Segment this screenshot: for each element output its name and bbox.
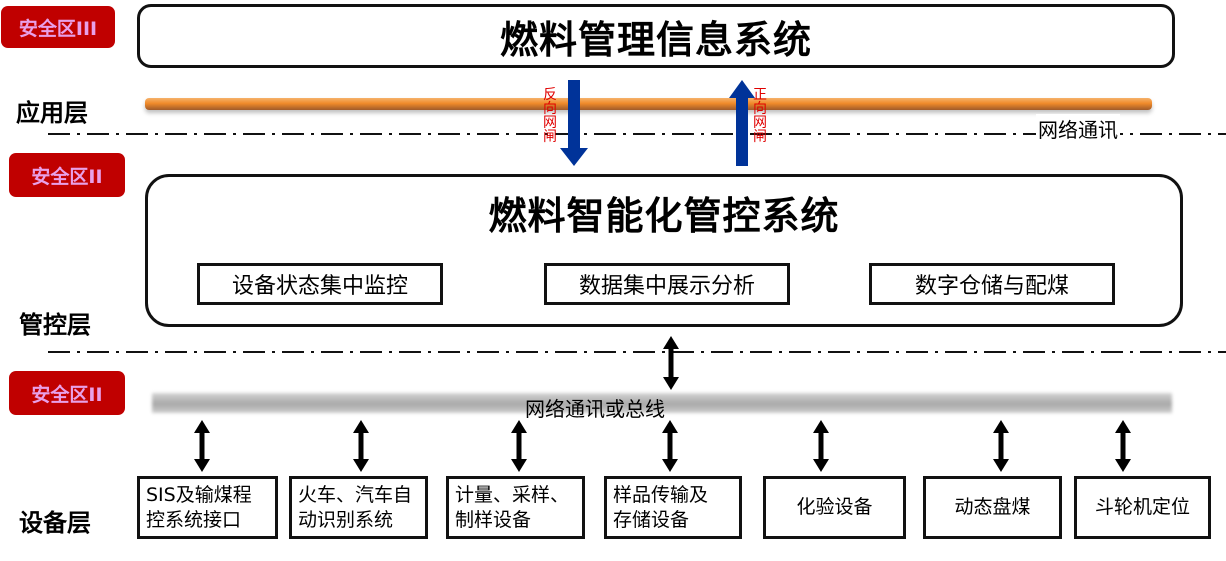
device-arrow-icon-4 [662,420,678,472]
device-label-line1: 样品传输及 [613,483,709,506]
device-label-line1: 计量、采样、 [455,483,570,506]
module-label: 设备状态集中监控 [231,274,408,299]
device-box-sample-transport-storage: 样品传输及存储设备 [604,476,742,539]
network-communication-label: 网络通讯 [1036,114,1120,143]
zone-badge-label: 安全区II [31,383,103,406]
forward-gateway-arrow-up-icon [729,80,755,166]
device-label: 斗轮机定位 [1094,496,1190,518]
device-arrow-icon-6 [993,420,1009,472]
device-box-sis-interface: SIS及输煤程控系统接口 [137,476,278,539]
device-arrow-icon-3 [511,420,527,472]
zone-badge-security-zone-2-lower: 安全区II [9,371,125,415]
fuel-management-info-system-title: 燃料管理信息系统 [499,17,812,62]
device-label-line2: 控系统接口 [146,508,242,531]
fuel-intelligent-control-system-title: 燃料智能化管控系统 [488,194,840,238]
network-bus-label: 网络通讯或总线 [525,397,665,421]
zone-badge-security-zone-2-upper: 安全区II [9,153,125,197]
application-network-bar [145,98,1152,110]
module-label: 数据集中展示分析 [578,274,755,299]
reverse-gateway-label: 反向网闸 [543,88,557,144]
device-box-dynamic-coal-inventory: 动态盘煤 [923,476,1062,539]
zone-badge-security-zone-3: 安全区III [1,6,115,48]
bidirectional-arrow-icon [663,336,679,390]
layer-label-device: 设备层 [19,509,91,537]
device-label-line2: 动识别系统 [298,508,394,531]
device-arrows [194,420,1131,472]
device-label-line1: 火车、汽车自 [298,483,413,506]
module-digital-storage-blending: 数字仓储与配煤 [869,263,1115,305]
module-data-display-analysis: 数据集中展示分析 [544,263,790,305]
device-box-bucket-wheel-positioning: 斗轮机定位 [1074,476,1211,539]
network-bus-bar [152,393,1172,413]
device-arrow-icon-5 [813,420,829,472]
reverse-gateway-text: 反向网闸 [543,87,557,145]
zone-badge-label: 安全区II [31,165,103,188]
device-label-line2: 存储设备 [613,508,690,531]
device-label: 化验设备 [796,496,873,518]
forward-gateway-label: 正向网闸 [753,88,767,144]
device-box-lab-equipment: 化验设备 [763,476,906,539]
module-label: 数字仓储与配煤 [914,274,1069,299]
forward-gateway-text: 正向网闸 [753,87,767,145]
reverse-gateway-arrow-down-icon [560,80,588,166]
device-label-line1: SIS及输煤程 [146,483,252,506]
device-box-metering-sampling: 计量、采样、制样设备 [446,476,585,539]
layer-label-control: 管控层 [19,311,91,339]
device-box-vehicle-identification: 火车、汽车自动识别系统 [289,476,428,539]
device-label: 动态盘煤 [954,496,1031,518]
device-arrow-icon-7 [1115,420,1131,472]
module-equipment-status-monitoring: 设备状态集中监控 [197,263,443,305]
device-arrow-icon-2 [353,420,369,472]
device-label-line2: 制样设备 [455,508,532,531]
fuel-management-info-system-box: 燃料管理信息系统 [137,4,1175,68]
zone-badge-label: 安全区III [18,17,98,40]
layer-label-application: 应用层 [16,99,88,127]
device-arrow-icon-1 [194,420,210,472]
